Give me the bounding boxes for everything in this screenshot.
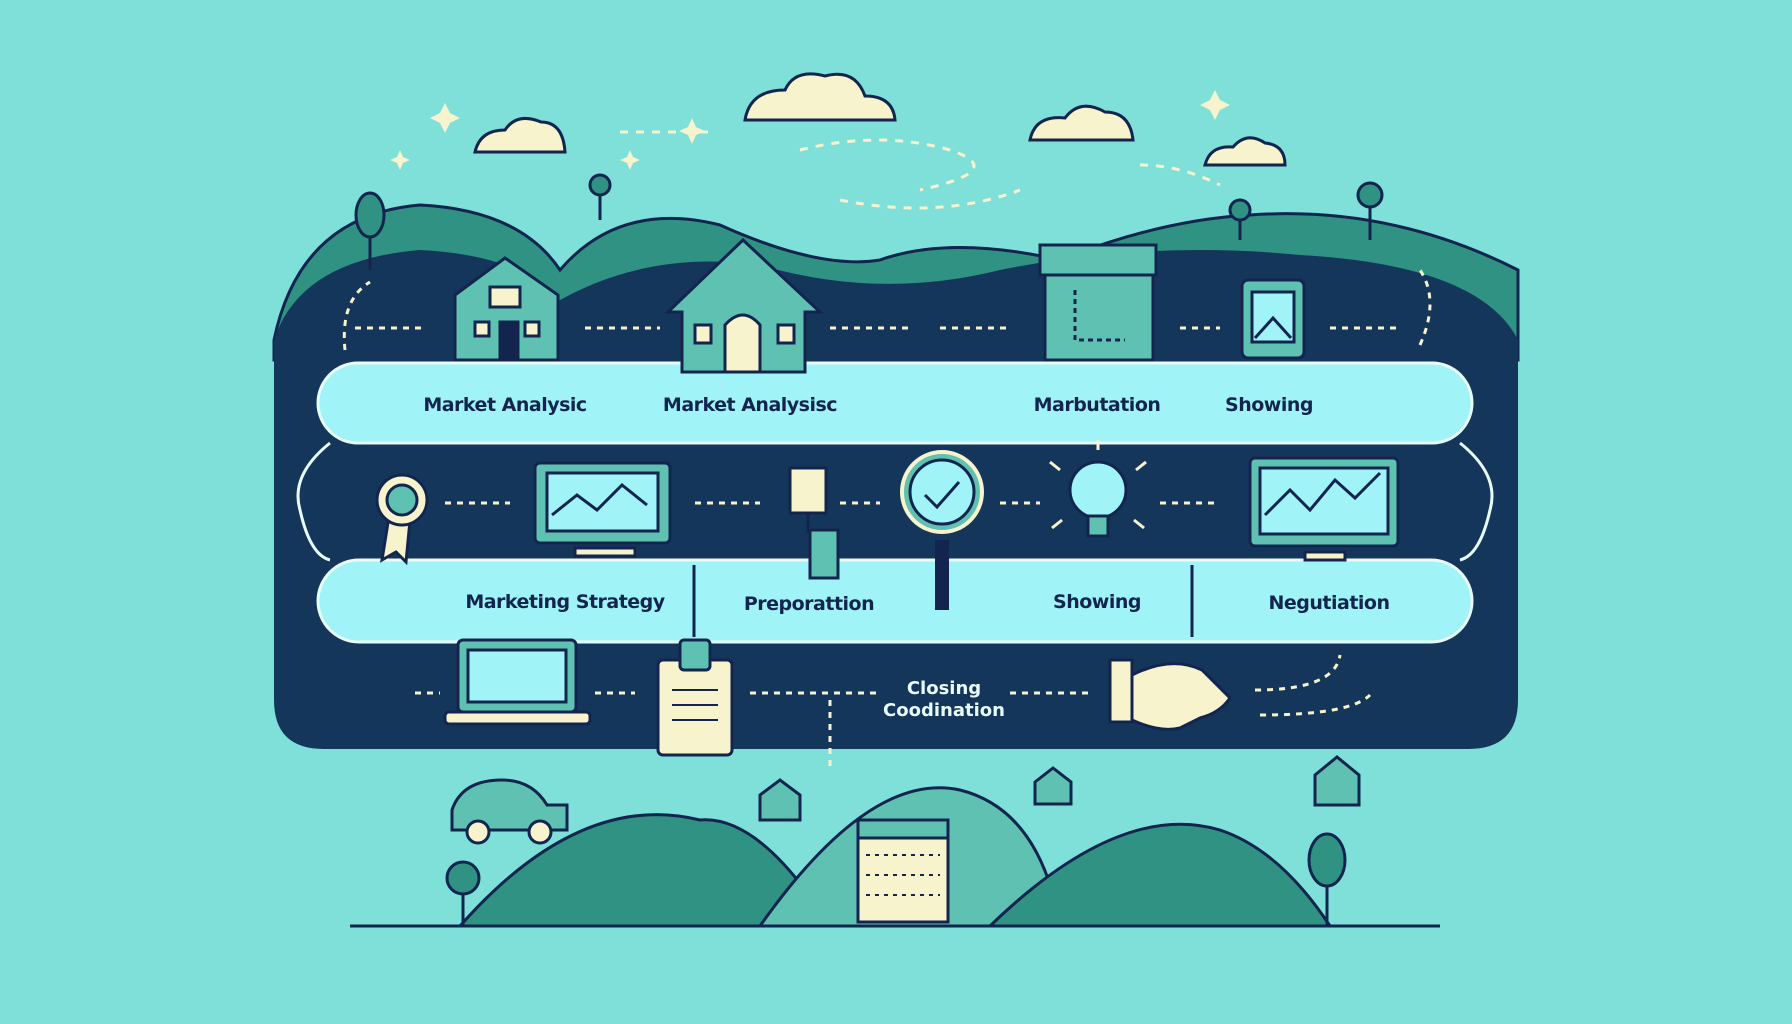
calendar-icon xyxy=(856,818,950,924)
magnifier-icon xyxy=(900,450,984,610)
connector-right xyxy=(1459,441,1494,562)
closing-line1: Closing xyxy=(906,678,982,699)
stage-label: Showing xyxy=(1053,591,1141,613)
car-icon xyxy=(450,778,569,845)
cloud-icon xyxy=(473,72,1287,167)
band-middle xyxy=(316,558,1474,644)
stage-label: Preporattion xyxy=(743,593,875,615)
monitor-graph-icon xyxy=(1248,456,1400,562)
stage-label: Showing xyxy=(1225,394,1313,416)
house-icon xyxy=(664,237,824,374)
laptop-icon xyxy=(443,638,592,726)
award-ribbon-icon xyxy=(375,473,429,566)
lightbulb-icon xyxy=(1049,440,1147,538)
stage-label: Market Analysisc xyxy=(662,394,838,416)
closing-line2: Coodination xyxy=(883,700,1005,721)
stage-label: Market Analysic xyxy=(423,394,587,416)
stage-label: Marbutation xyxy=(1033,394,1161,416)
clipboard-icon xyxy=(656,638,734,757)
band-top xyxy=(316,361,1474,445)
arrow-dashed xyxy=(342,269,1432,351)
tree-icon xyxy=(354,173,1384,270)
tree-icon xyxy=(445,832,1347,925)
stage-label: Negutiation xyxy=(1268,592,1390,614)
building-icon xyxy=(1038,243,1158,362)
connector-left xyxy=(296,441,331,562)
arrow-dashed xyxy=(415,654,1372,770)
wind-lines xyxy=(620,130,1221,210)
monitor-chart-icon xyxy=(533,461,672,558)
handshake-icon xyxy=(1108,658,1232,731)
tablet-icon xyxy=(1240,278,1306,360)
stage-label: Marketing Strategy xyxy=(465,591,665,613)
house-small-icon xyxy=(758,755,1361,822)
document-icon xyxy=(788,466,840,580)
closing-coordination-label: Closing Coodination xyxy=(883,678,1005,722)
house-icon xyxy=(453,256,560,362)
